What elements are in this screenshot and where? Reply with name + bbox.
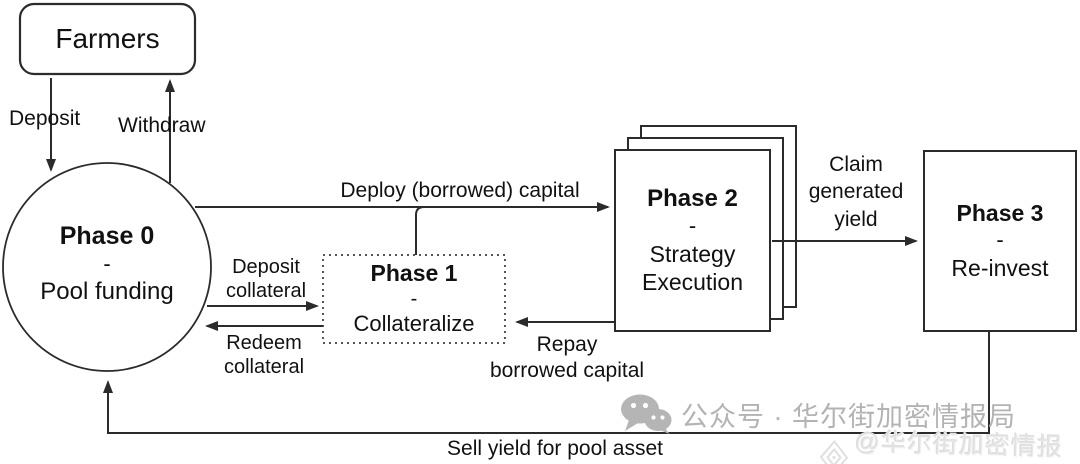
repay-edge-label: Repay borrowed capital bbox=[474, 332, 660, 383]
phase1-branch-line bbox=[415, 206, 425, 255]
phase2-box-front bbox=[614, 149, 771, 332]
withdraw-edge-label: Withdraw bbox=[118, 114, 206, 137]
diamond-logo-icon bbox=[818, 439, 851, 464]
farmers-box bbox=[18, 2, 197, 76]
sell-yield-arrow bbox=[103, 331, 990, 434]
repay-line1: Repay bbox=[536, 333, 598, 356]
watermark-faint-text: @华尔街加密情报局 bbox=[853, 427, 1064, 464]
phase3-box bbox=[923, 150, 1077, 332]
deposit-edge-label: Deposit bbox=[9, 107, 81, 130]
phase2-title: Phase 2 bbox=[647, 185, 738, 213]
redeem-collateral-line2: collateral bbox=[223, 356, 305, 378]
phase1-dash: - bbox=[410, 288, 418, 311]
claim-line3: yield bbox=[834, 207, 878, 231]
phase0-label: Phase 0 - Pool funding bbox=[7, 214, 207, 314]
deposit-collateral-edge-label: Deposit collateral bbox=[214, 255, 318, 303]
redeem-collateral-edge-label: Redeem collateral bbox=[212, 331, 316, 379]
phase0-subtitle: Pool funding bbox=[40, 278, 174, 306]
phase0-dash: - bbox=[103, 250, 111, 276]
deploy-capital-edge-label: Deploy (borrowed) capital bbox=[340, 179, 580, 202]
redeem-collateral-line1: Redeem bbox=[226, 332, 302, 354]
phase2-subtitle-line2: Execution bbox=[641, 268, 743, 295]
phase1-subtitle: Collateralize bbox=[353, 311, 475, 337]
phase2-subtitle-line1: Strategy bbox=[649, 240, 736, 267]
farmers-label: Farmers bbox=[55, 23, 160, 54]
claim-line2: generated bbox=[808, 180, 904, 204]
watermark-faint: @华尔街加密情报局 bbox=[817, 421, 1080, 464]
phase1-title: Phase 1 bbox=[370, 260, 458, 287]
deposit-collateral-line1: Deposit bbox=[232, 256, 300, 278]
phase2-label: Phase 2 - Strategy Execution bbox=[615, 153, 770, 328]
wechat-chat-bubbles-icon bbox=[620, 394, 672, 434]
phase3-subtitle: Re-invest bbox=[951, 254, 1049, 281]
watermark-main: 公众号 · 华尔街加密情报局 bbox=[620, 394, 1016, 434]
repay-line2: borrowed capital bbox=[489, 358, 645, 382]
phase1-box bbox=[322, 254, 506, 344]
claim-line1: Claim bbox=[829, 153, 883, 176]
deposit-collateral-line2: collateral bbox=[225, 280, 307, 302]
claim-yield-edge-label: Claim generated yield bbox=[796, 151, 916, 233]
sell-yield-edge-label: Sell yield for pool asset bbox=[447, 437, 663, 460]
phase3-label: Phase 3 - Re-invest bbox=[924, 154, 1076, 328]
watermark-main-text: 公众号 · 华尔街加密情报局 bbox=[681, 401, 1016, 432]
phase3-title: Phase 3 bbox=[956, 200, 1044, 227]
phase1-label: Phase 1 - Collateralize bbox=[323, 257, 505, 341]
phase3-dash: - bbox=[996, 227, 1004, 253]
phase0-title: Phase 0 bbox=[59, 221, 155, 250]
phase0-circle bbox=[2, 162, 212, 372]
phase2-dash: - bbox=[688, 213, 697, 239]
